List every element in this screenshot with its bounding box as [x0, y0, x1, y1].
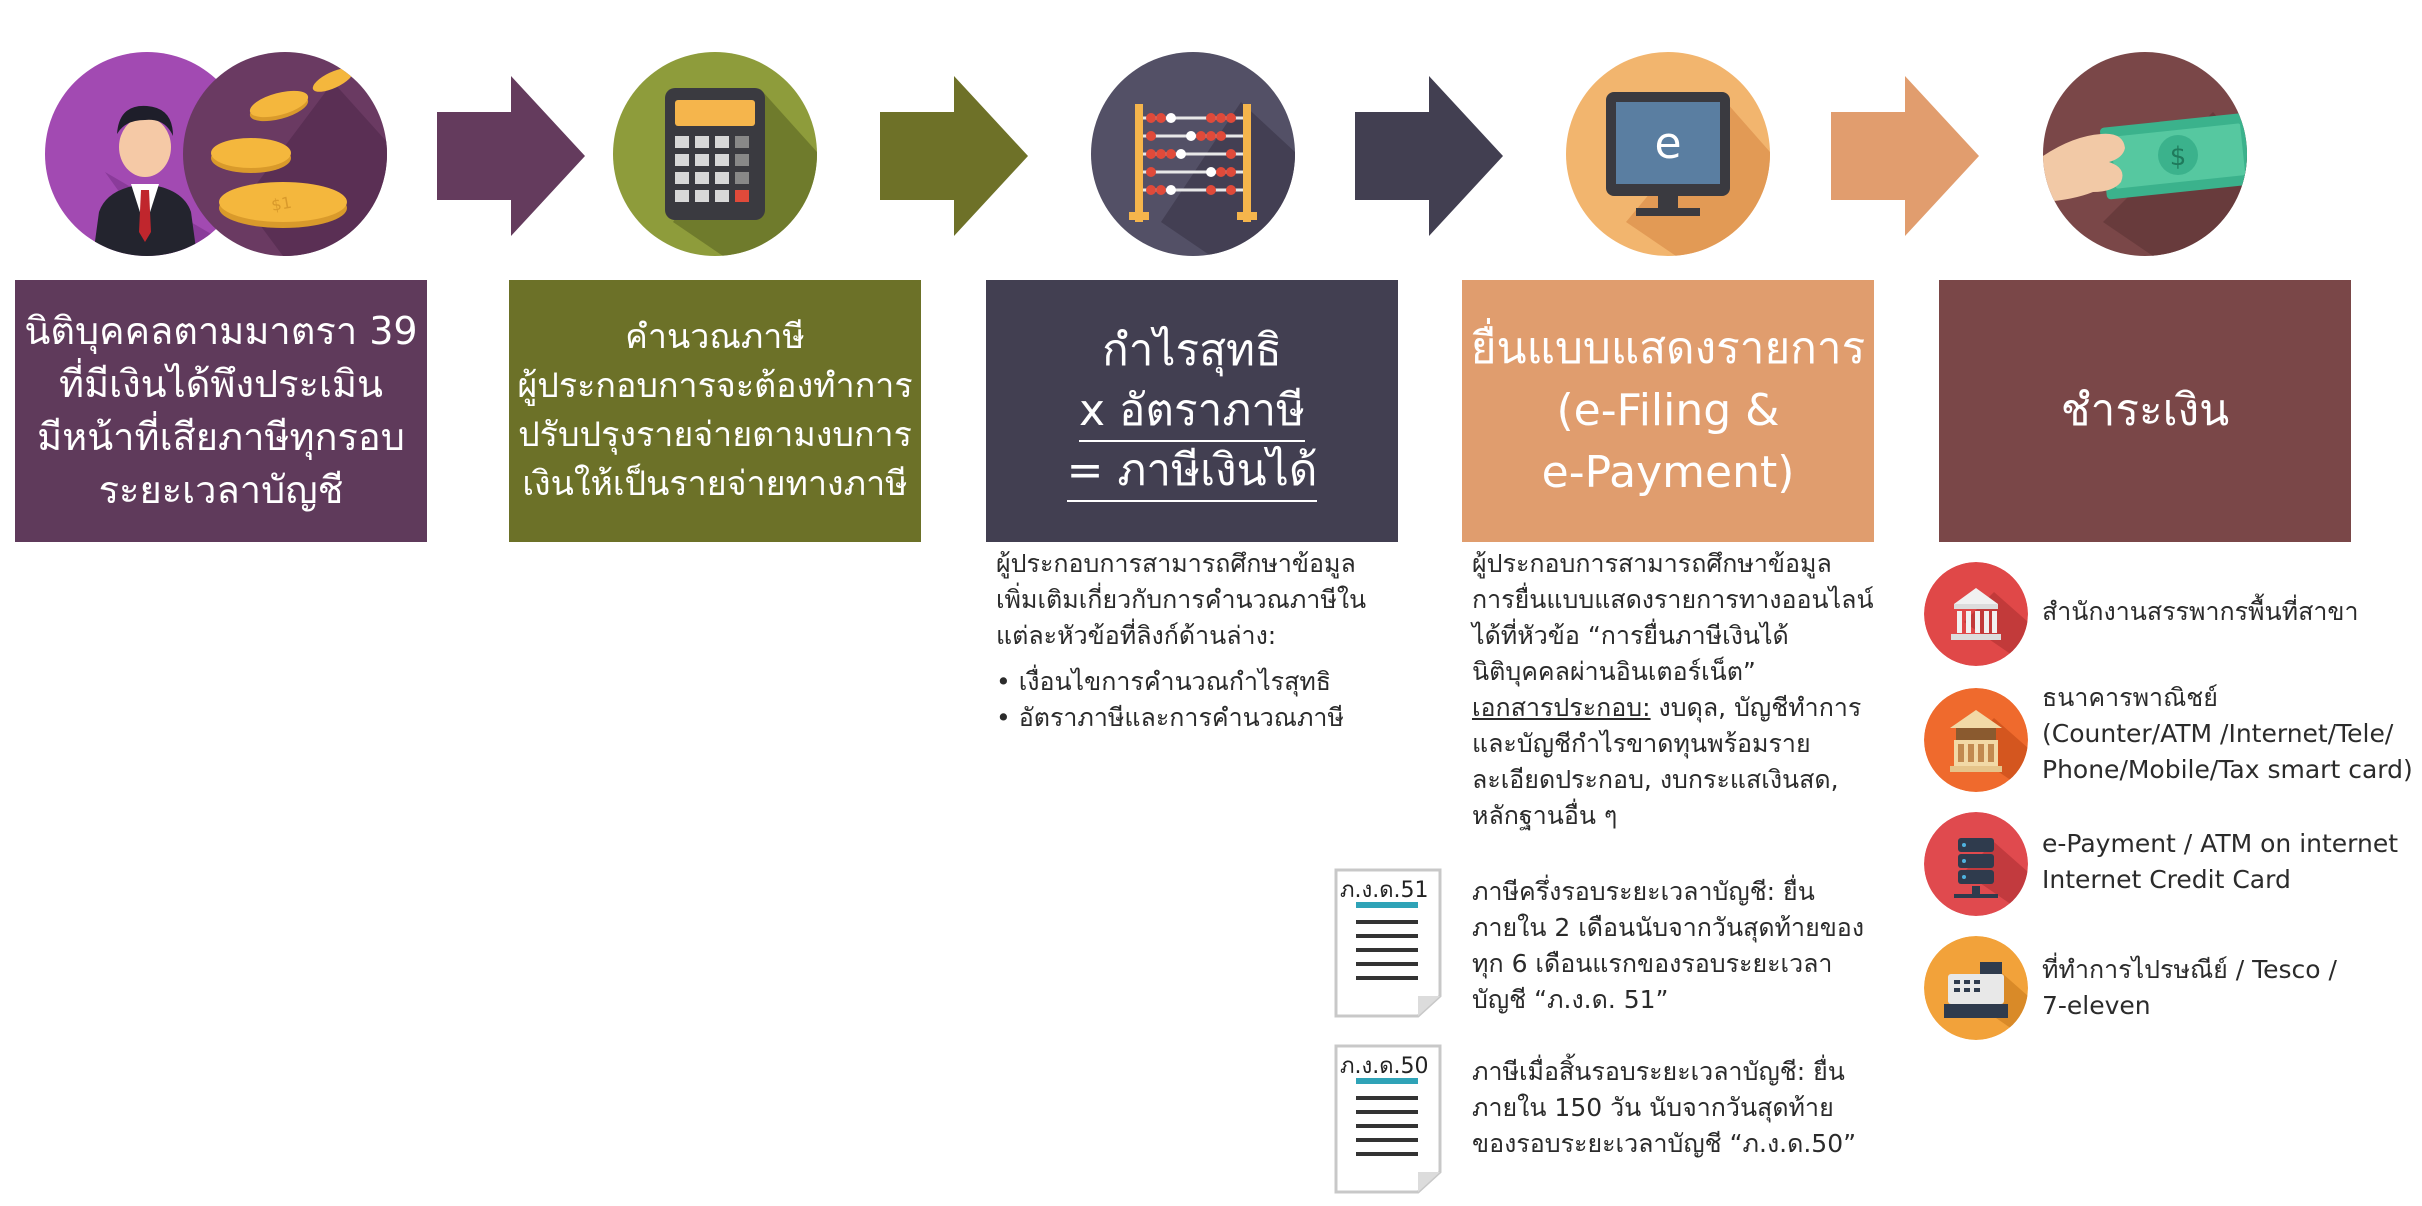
calc-note: ผู้ประกอบการสามารถศึกษาข้อมูล เพิ่มเติมเ…	[996, 546, 1366, 736]
payment-line: e-Payment / ATM on internet	[2042, 829, 2399, 858]
step-1-line: นิติบุคคลตามมาตรา 39	[24, 309, 418, 353]
arrow-1-icon	[437, 76, 585, 236]
arrow-3-icon	[1355, 76, 1503, 236]
form-line: ภาษีเมื่อสิ้นรอบระยะเวลาบัญชี: ยื่น	[1472, 1057, 1845, 1086]
step-5-payment-box: ชำระเงิน	[1939, 280, 2351, 542]
form-pnd50-icon: ภ.ง.ด.50	[1334, 1044, 1442, 1194]
calculator-icon	[613, 52, 817, 256]
step-5-line: ชำระเงิน	[2060, 385, 2230, 436]
coin-mark: $1	[270, 193, 293, 215]
form-line: ภายใน 150 วัน นับจากวันสุดท้าย	[1472, 1093, 1834, 1122]
form-pnd51-icon: ภ.ง.ด.51	[1334, 868, 1442, 1018]
step-2-line: ผู้ประกอบการจะต้องทำการ	[517, 366, 913, 406]
step-1-line: ที่มีเงินได้พึงประเมิน	[59, 362, 383, 406]
form-pnd50-label: ภ.ง.ด.50	[1340, 1054, 1429, 1079]
form-pnd51-label: ภ.ง.ด.51	[1340, 878, 1429, 903]
payment-line: (Counter/ATM /Internet/Tele/	[2042, 719, 2394, 748]
cash-register-icon	[1924, 936, 2028, 1040]
payment-channel-2: ธนาคารพาณิชย์ (Counter/ATM /Internet/Tel…	[2042, 680, 2413, 788]
abacus-icon	[1091, 52, 1295, 256]
bank-building-icon	[1924, 688, 2028, 792]
monitor-letter: e	[1654, 118, 1681, 169]
bill-mark: $	[2170, 142, 2187, 172]
computer-monitor-icon: e	[1566, 52, 1770, 256]
docs-line: เอกสารประกอบ: งบดุล, บัญชีทำการ	[1472, 690, 1874, 726]
step-2-line: คำนวณภาษี	[625, 317, 805, 357]
filing-note-line: ผู้ประกอบการสามารถศึกษาข้อมูล	[1472, 549, 1832, 578]
docs-rest: งบดุล, บัญชีทำการ	[1650, 693, 1862, 722]
docs-line: ละเอียดประกอบ, งบกระแสเงินสด,	[1472, 765, 1839, 794]
government-building-icon	[1924, 562, 2028, 666]
docs-line: หลักฐานอื่น ๆ	[1472, 801, 1618, 830]
form-line: ภาษีครึ่งรอบระยะเวลาบัญชี: ยื่น	[1472, 877, 1815, 906]
hand-money-icon: $	[2043, 52, 2247, 256]
step-2-line: ปรับปรุงรายจ่ายตามงบการ	[518, 415, 912, 455]
calc-link-tax-rate[interactable]: • อัตราภาษีและการคำนวณภาษี	[996, 703, 1344, 732]
step-3-line: x อัตราภาษี	[1078, 382, 1306, 442]
payment-channel-4: ที่ทำการไปรษณีย์ / Tesco / 7-eleven	[2042, 952, 2337, 1024]
form-line: ภายใน 2 เดือนนับจากวันสุดท้ายของ	[1472, 913, 1865, 942]
calc-note-line: ผู้ประกอบการสามารถศึกษาข้อมูล	[996, 549, 1356, 578]
form-line: ของรอบระยะเวลาบัญชี “ภ.ง.ด.50”	[1472, 1129, 1857, 1158]
payment-channel-1: สำนักงานสรรพากรพื้นที่สาขา	[2042, 594, 2359, 630]
step-4-line: ยื่นแบบแสดงรายการ	[1470, 323, 1866, 374]
docs-line: และบัญชีกำไรขาดทุนพร้อมราย	[1472, 729, 1811, 758]
step-3-formula-box: กำไรสุทธิ x อัตราภาษี = ภาษีเงินได้	[986, 280, 1398, 542]
payment-line: Phone/Mobile/Tax smart card)	[2042, 755, 2413, 784]
calc-note-line: แต่ละหัวข้อที่ลิงก์ด้านล่าง:	[996, 621, 1277, 650]
step-1-line: มีหน้าที่เสียภาษีทุกรอบ	[37, 415, 405, 459]
step-4-line: (e-Filing &	[1556, 385, 1780, 436]
step-4-filing-box: ยื่นแบบแสดงรายการ (e-Filing & e-Payment)	[1462, 280, 1874, 542]
step-3-line: กำไรสุทธิ	[1102, 325, 1282, 376]
calc-link-net-profit[interactable]: • เงื่อนไขการคำนวณกำไรสุทธิ	[996, 667, 1332, 696]
step-3-line: = ภาษีเงินได้	[1066, 442, 1318, 502]
payment-line: ธนาคารพาณิชย์	[2042, 683, 2218, 712]
server-database-icon	[1924, 812, 2028, 916]
docs-label: เอกสารประกอบ:	[1472, 693, 1651, 722]
step-2-calculate-box: คำนวณภาษี ผู้ประกอบการจะต้องทำการ ปรับปร…	[509, 280, 921, 542]
step-4-line: e-Payment)	[1541, 447, 1795, 498]
filing-note: ผู้ประกอบการสามารถศึกษาข้อมูล การยื่นแบบ…	[1472, 546, 1874, 834]
payment-line: ที่ทำการไปรษณีย์ / Tesco /	[2042, 955, 2337, 984]
form-pnd50-text: ภาษีเมื่อสิ้นรอบระยะเวลาบัญชี: ยื่น ภายใ…	[1472, 1054, 1856, 1162]
filing-note-line: การยื่นแบบแสดงรายการทางออนไลน์	[1472, 585, 1874, 614]
arrow-4-icon	[1831, 76, 1979, 236]
arrow-2-icon	[880, 76, 1028, 236]
step-2-line: เงินให้เป็นรายจ่ายทางภาษี	[522, 464, 908, 504]
payment-channel-3: e-Payment / ATM on internet Internet Cre…	[2042, 826, 2398, 898]
payment-line: Internet Credit Card	[2042, 865, 2291, 894]
payment-line: 7-eleven	[2042, 991, 2151, 1020]
filing-note-line: ได้ที่หัวข้อ “การยื่นภาษีเงินได้	[1472, 621, 1789, 650]
form-line: บัญชี “ภ.ง.ด. 51”	[1472, 985, 1669, 1014]
calc-note-line: เพิ่มเติมเกี่ยวกับการคำนวณภาษีใน	[996, 585, 1367, 614]
form-pnd51-text: ภาษีครึ่งรอบระยะเวลาบัญชี: ยื่น ภายใน 2 …	[1472, 874, 1864, 1018]
filing-note-line: นิติบุคคลผ่านอินเตอร์เน็ต”	[1472, 657, 1756, 686]
step-1-line: ระยะเวลาบัญชี	[98, 468, 344, 512]
payment-line: สำนักงานสรรพากรพื้นที่สาขา	[2042, 597, 2359, 626]
form-line: ทุก 6 เดือนแรกของรอบระยะเวลา	[1472, 949, 1833, 978]
step-1-entity-box: นิติบุคคลตามมาตรา 39 ที่มีเงินได้พึงประเ…	[15, 280, 427, 542]
coins-icon: $1	[183, 52, 387, 256]
